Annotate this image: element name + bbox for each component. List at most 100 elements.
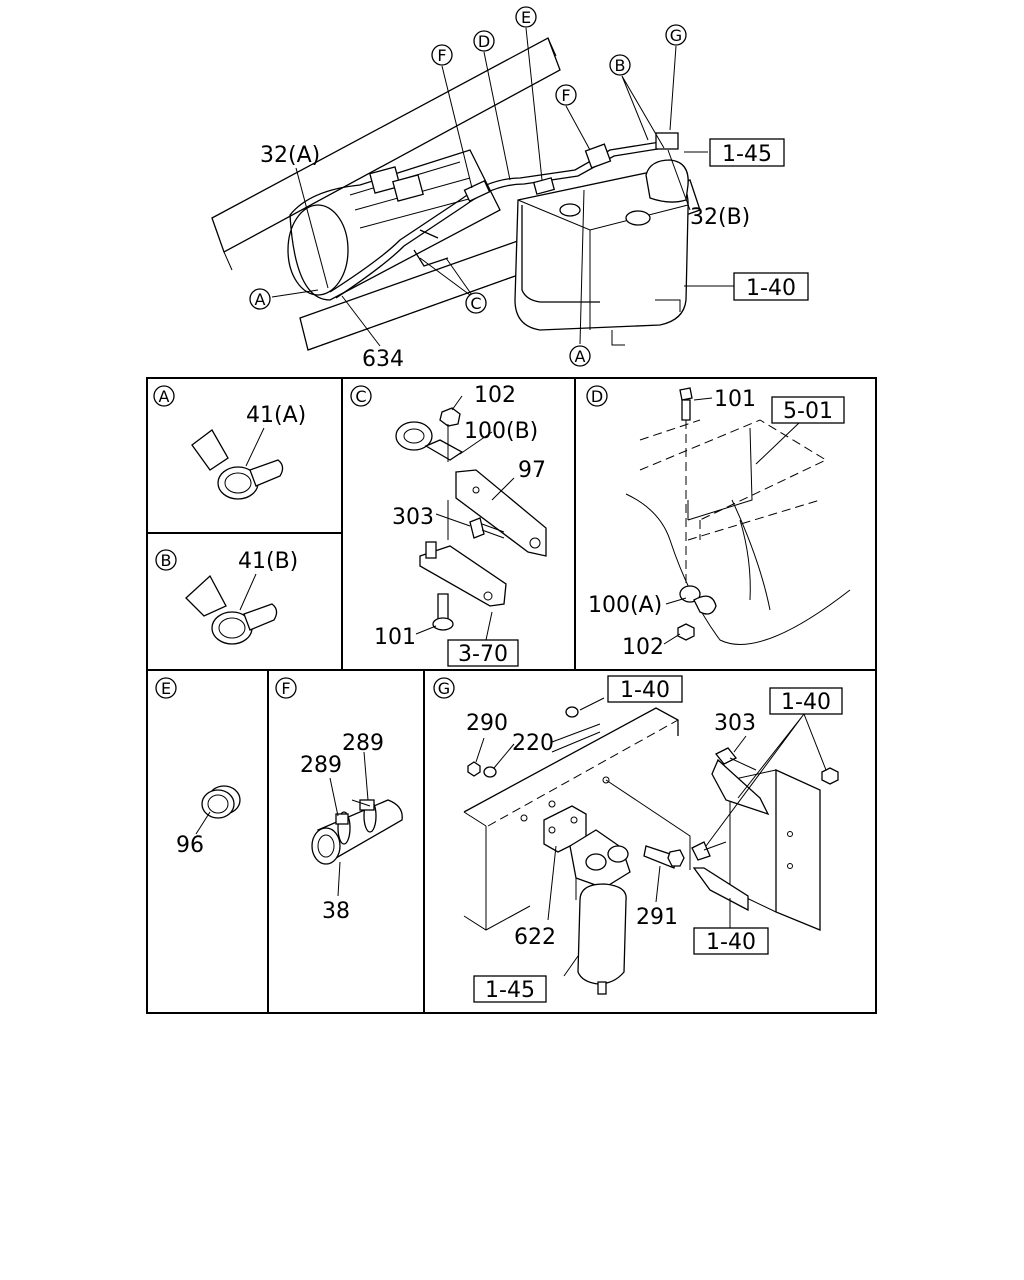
label-622: 622 <box>514 925 556 950</box>
label-97: 97 <box>518 458 546 483</box>
label-303-g: 303 <box>714 711 756 736</box>
ref-box-1-40-g-right: 1-40 <box>769 687 843 715</box>
bracket-97 <box>455 469 547 557</box>
label-289-b: 289 <box>342 731 384 756</box>
transmission-end <box>287 204 349 296</box>
panel-d: D 101 100(A) 102 <box>586 385 851 660</box>
label-38: 38 <box>322 899 350 924</box>
label-100b: 100(B) <box>464 419 538 444</box>
label-96: 96 <box>176 833 204 858</box>
callout-e: E <box>515 6 537 28</box>
label-634: 634 <box>362 347 404 372</box>
label-102-c: 102 <box>474 383 516 408</box>
clip-100b <box>395 421 464 461</box>
callout-c: C <box>465 292 487 314</box>
panel-c-tag: C <box>355 387 366 406</box>
label-303-c: 303 <box>392 505 434 530</box>
washer-290 <box>467 761 481 777</box>
transmission-housing <box>289 149 501 301</box>
bolt-291 <box>643 845 685 869</box>
label-220: 220 <box>512 731 554 756</box>
washer-220 <box>483 766 497 778</box>
bolt-101-d <box>679 387 693 590</box>
bolt-101-c <box>432 593 454 631</box>
label-41a: 41(A) <box>246 403 306 428</box>
svg-text:D: D <box>478 32 490 51</box>
bracket-lower <box>419 541 507 607</box>
panel-b-tag: B <box>161 551 172 570</box>
nut-102-c <box>439 407 461 462</box>
svg-text:G: G <box>670 26 682 45</box>
panel-a: A 41(A) <box>153 385 306 500</box>
svg-text:F: F <box>561 86 570 105</box>
svg-text:3-70: 3-70 <box>458 642 508 667</box>
label-289-a: 289 <box>300 753 342 778</box>
svg-text:1-40: 1-40 <box>746 276 796 301</box>
detail-grid <box>146 377 877 1014</box>
nut-102-d <box>677 623 695 641</box>
hose-joint-38 <box>311 799 403 865</box>
panel-f: F 289 289 38 <box>275 677 403 924</box>
frame-rail-rear <box>211 37 561 253</box>
ref-box-1-40-g-top: 1-40 <box>607 675 683 703</box>
label-100a: 100(A) <box>588 593 662 618</box>
ref-box-3-70: 3-70 <box>447 639 519 667</box>
label-101-d: 101 <box>714 387 756 412</box>
clip-100a <box>679 585 717 615</box>
label-32a: 32(A) <box>260 143 320 168</box>
callout-b: B <box>609 54 631 76</box>
panel-d-tag: D <box>591 387 603 406</box>
bolt-left-g <box>691 841 727 861</box>
ref-box-5-01: 5-01 <box>771 396 845 424</box>
svg-text:1-45: 1-45 <box>485 978 535 1003</box>
hose-clamp-41b <box>185 574 278 645</box>
panel-b: B 41(B) <box>155 549 298 645</box>
callout-d: D <box>473 30 495 52</box>
ref-box-1-40-g-bottom: 1-40 <box>693 927 769 955</box>
ref-box-1-40-overview: 1-40 <box>733 272 809 301</box>
callout-f-2: F <box>555 84 577 106</box>
ref-box-1-45-overview: 1-45 <box>709 138 785 167</box>
callout-f-1: F <box>431 44 453 66</box>
svg-text:A: A <box>575 347 586 366</box>
panel-e-tag: E <box>161 679 171 698</box>
label-290: 290 <box>466 711 508 736</box>
hose-band-289-a <box>335 811 351 845</box>
panel-e: E 96 <box>155 677 241 858</box>
panel-c: C <box>350 383 547 667</box>
fuel-filter-assembly <box>569 829 631 995</box>
panel-g: G <box>433 675 843 1003</box>
hose-band-289-b <box>351 799 377 833</box>
frame-rail-g <box>463 707 691 931</box>
callout-a-1: A <box>249 288 271 310</box>
panel-g-tag: G <box>438 679 450 698</box>
svg-text:F: F <box>437 46 446 65</box>
label-102-d: 102 <box>622 635 664 660</box>
svg-text:A: A <box>255 290 266 309</box>
panel-f-tag: F <box>281 679 290 698</box>
svg-text:C: C <box>470 294 481 313</box>
callout-a-2: A <box>569 345 591 367</box>
panel-a-tag: A <box>159 387 170 406</box>
label-32b: 32(B) <box>690 205 750 230</box>
label-291: 291 <box>636 905 678 930</box>
svg-text:1-40: 1-40 <box>620 678 670 703</box>
label-41b: 41(B) <box>238 549 298 574</box>
svg-text:1-40: 1-40 <box>706 930 756 955</box>
svg-text:E: E <box>521 8 531 27</box>
label-101-c: 101 <box>374 625 416 650</box>
svg-text:1-40: 1-40 <box>781 690 831 715</box>
bolt-303-g <box>714 747 757 771</box>
ref-box-1-45-g: 1-45 <box>473 975 547 1003</box>
sleeve-96 <box>201 785 241 819</box>
bolt-303-c <box>469 517 505 539</box>
nut-right-g <box>821 767 839 785</box>
callout-g: G <box>665 24 687 46</box>
svg-text:1-45: 1-45 <box>722 142 772 167</box>
svg-text:B: B <box>615 56 626 75</box>
nut-1-40 <box>565 706 579 718</box>
support-bracket <box>692 758 821 931</box>
overview-illustration: F D E F B G A C A 32(A) 32(B) 634 1-45 1… <box>211 6 809 372</box>
hose-clamp-41a <box>191 429 284 500</box>
